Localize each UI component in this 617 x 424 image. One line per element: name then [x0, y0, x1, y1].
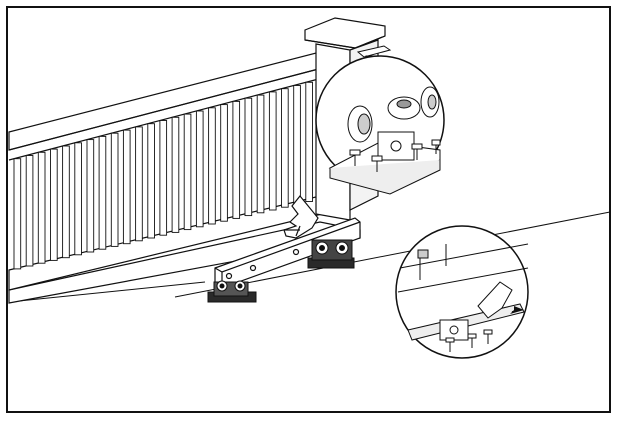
gate-bar	[62, 145, 70, 259]
arrow-icon	[510, 306, 524, 314]
gate-bar	[232, 100, 241, 219]
roller-carriage-detail	[315, 55, 445, 195]
roller-carriage-front	[207, 280, 257, 303]
gate-bar	[268, 91, 277, 211]
gate-bar	[159, 120, 168, 236]
gate-bar	[208, 107, 216, 225]
gate-bar	[110, 132, 119, 247]
gate-bar	[244, 97, 253, 217]
roller-carriage-rear	[307, 239, 355, 269]
gate-bar	[220, 104, 228, 222]
gate-bar	[135, 126, 143, 242]
gate-bar	[98, 135, 107, 250]
gate-bar	[13, 158, 22, 270]
gate-bar	[171, 116, 180, 233]
hand-icon	[283, 195, 319, 239]
gate-bar	[281, 88, 289, 208]
gate-bar	[305, 81, 313, 202]
gate-bar	[183, 113, 192, 231]
gate-bar	[195, 110, 204, 228]
gate-bar	[50, 148, 58, 261]
gate-bar	[25, 155, 34, 267]
gate-bar	[74, 142, 82, 256]
gate-bar	[256, 94, 265, 214]
gate-bar	[147, 123, 155, 239]
gate-bar	[293, 85, 301, 205]
gate-bar	[86, 139, 95, 253]
gate-bar	[37, 151, 46, 264]
gate-bar	[122, 129, 131, 245]
bolt-adjustment-detail	[395, 225, 529, 359]
